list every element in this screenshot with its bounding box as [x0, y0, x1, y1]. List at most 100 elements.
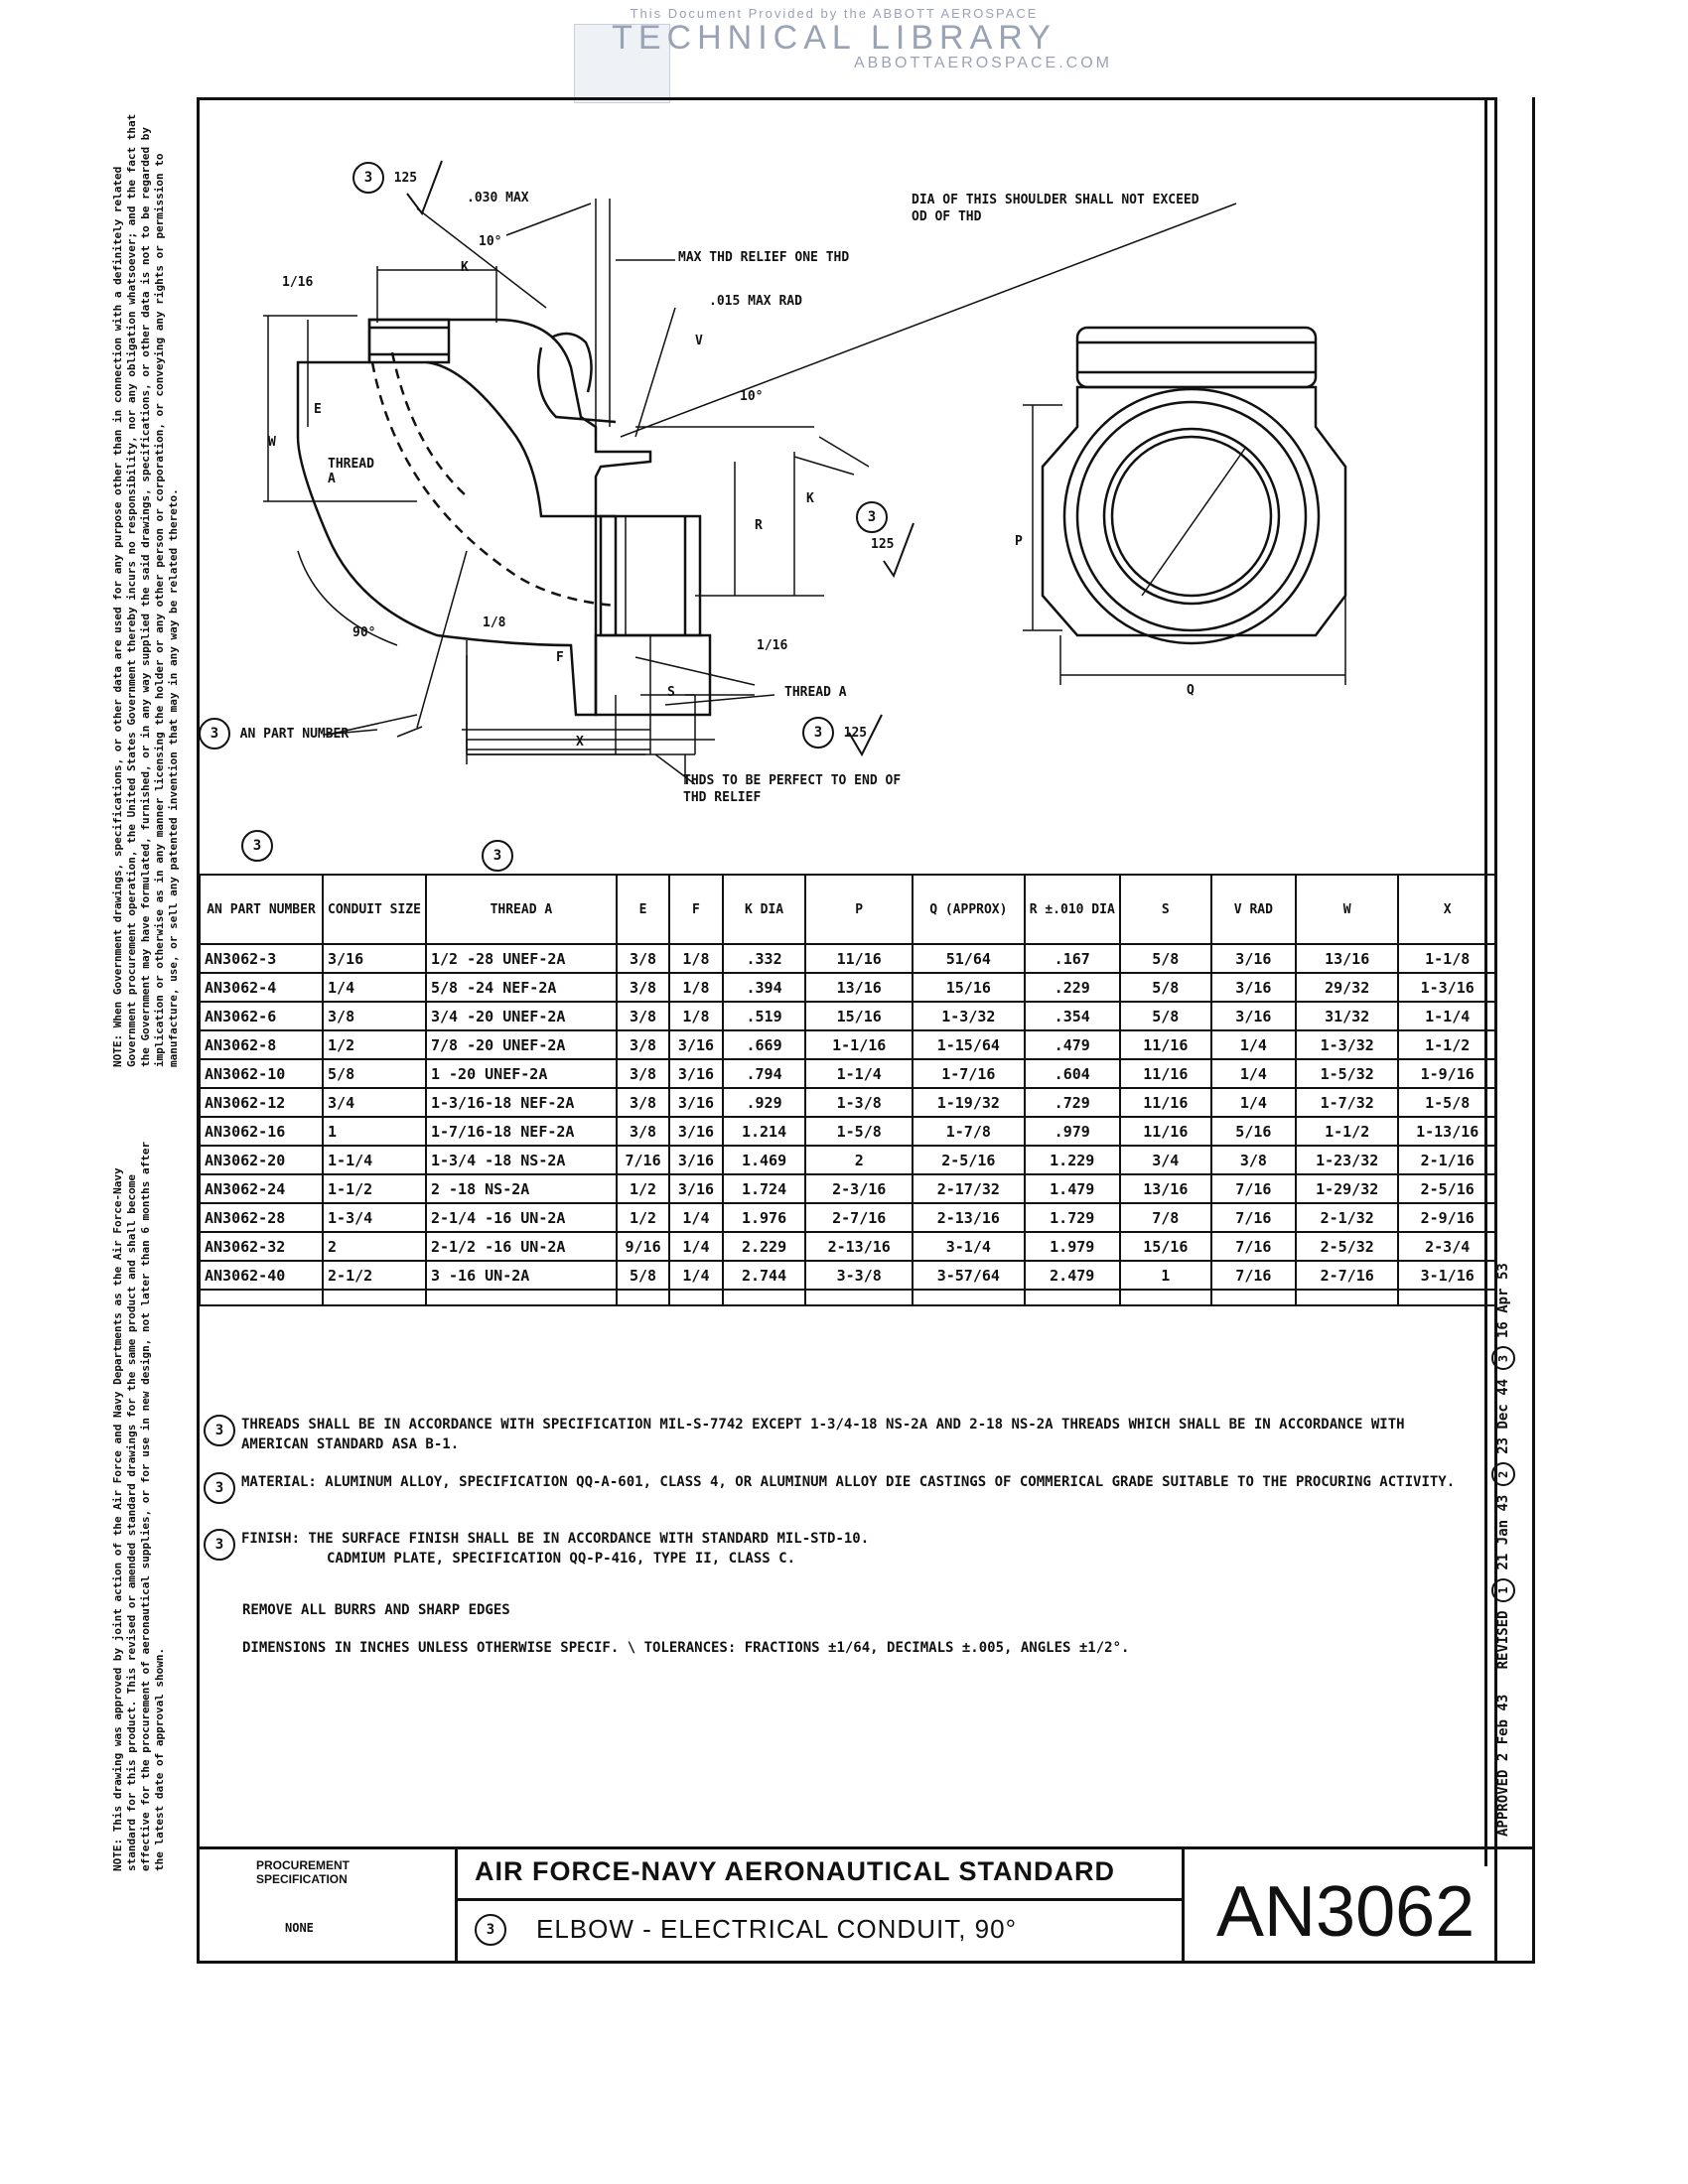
table-cell: 1-3/16-18 NEF-2A	[424, 1087, 618, 1118]
table-cell: .167	[1023, 943, 1121, 974]
header-line2: TECHNICAL LIBRARY	[612, 19, 1056, 57]
table-cell: 1.724	[721, 1173, 807, 1204]
table-cell: 2.229	[721, 1231, 807, 1262]
table-cell-empty	[911, 1289, 1026, 1306]
label-thread-a-upper: THREAD A	[328, 457, 374, 486]
note-dimensions: DIMENSIONS IN INCHES UNLESS OTHERWISE SP…	[242, 1640, 1130, 1656]
standard-title: AIR FORCE-NAVY AERONAUTICAL STANDARD	[475, 1856, 1116, 1886]
table-cell: .229	[1023, 972, 1121, 1003]
note-finish-text-2: CADMIUM PLATE, SPECIFICATION QQ-P-416, T…	[327, 1551, 796, 1567]
table-cell: 3/4	[322, 1087, 427, 1118]
col-header: THREAD A	[424, 874, 618, 945]
col-header: Q (APPROX)	[911, 874, 1026, 945]
col-header: R ±.010 DIA	[1023, 874, 1121, 945]
table-cell: 7/16	[615, 1145, 671, 1175]
note-rev-mark: 3	[204, 1415, 235, 1446]
table-cell: 3/16	[1209, 972, 1297, 1003]
revision-1-date: 21 Jan 43	[1495, 1494, 1511, 1570]
table-cell-empty	[198, 1289, 325, 1306]
table-cell: 1/8	[668, 943, 724, 974]
table-cell: AN3062-16	[198, 1116, 325, 1147]
dim-label-x: X	[576, 735, 584, 750]
table-cell: AN3062-32	[198, 1231, 325, 1262]
table-cell: .669	[721, 1029, 807, 1060]
table-cell: 2-7/16	[804, 1202, 914, 1233]
elbow-bore-dashed	[370, 361, 617, 608]
table-cell: 15/16	[804, 1001, 914, 1031]
table-cell: 1/4	[1209, 1058, 1297, 1089]
table-cell-empty	[1294, 1289, 1400, 1306]
table-cell: 15/16	[911, 972, 1026, 1003]
col-header: P	[804, 874, 914, 945]
col-header: X	[1397, 874, 1497, 945]
table-cell: 51/64	[911, 943, 1026, 974]
table-cell: 1-9/16	[1397, 1058, 1497, 1089]
title-block-top-border	[197, 1846, 1535, 1849]
table-cell: 5/8	[1118, 1001, 1212, 1031]
finish-b-value: 125	[871, 537, 895, 552]
table-cell: 1-3/4	[322, 1202, 427, 1233]
table-cell: 1-1/2	[1294, 1116, 1400, 1147]
table-cell: 2-1/16	[1397, 1145, 1497, 1175]
table-cell: .394	[721, 972, 807, 1003]
dim-030-max: .030 MAX	[467, 191, 529, 205]
table-cell: 3/8	[615, 972, 671, 1003]
table-cell-empty	[721, 1289, 807, 1306]
table-cell: 2-17/32	[911, 1173, 1026, 1204]
note-material: 3 MATERIAL: ALUMINUM ALLOY, SPECIFICATIO…	[204, 1472, 1475, 1504]
thread-letter: A	[328, 472, 336, 486]
dim-1-16-a: 1/16	[282, 275, 314, 290]
finish-b-rev-mark: 3	[856, 501, 888, 533]
table-cell: 1-7/32	[1294, 1087, 1400, 1118]
table-cell: 5/8	[615, 1260, 671, 1291]
note-dia-shoulder: DIA OF THIS SHOULDER SHALL NOT EXCEED OD…	[912, 193, 1199, 224]
table-cell: 3/8	[615, 943, 671, 974]
table-cell: 1-23/32	[1294, 1145, 1400, 1175]
table-cell: 3/16	[668, 1087, 724, 1118]
table-cell: 1-5/8	[1397, 1087, 1497, 1118]
table-cell: 15/16	[1118, 1231, 1212, 1262]
table-cell: AN3062-6	[198, 1001, 325, 1031]
table-cell: 3-1/16	[1397, 1260, 1497, 1291]
table-cell: 5/8 -24 NEF-2A	[424, 972, 618, 1003]
note-thds-perfect: THDS TO BE PERFECT TO END OF THD RELIEF	[683, 773, 902, 805]
procurement-spec-value: NONE	[285, 1921, 314, 1935]
table-cell: AN3062-10	[198, 1058, 325, 1089]
note-material-text: MATERIAL: ALUMINUM ALLOY, SPECIFICATION …	[241, 1474, 1456, 1490]
table-cell: 1/2	[615, 1202, 671, 1233]
table-cell: .604	[1023, 1058, 1121, 1089]
dim-label-s: S	[667, 685, 675, 700]
table-cell-empty	[1209, 1289, 1297, 1306]
table-cell: 3/8	[1209, 1145, 1297, 1175]
table-cell: 2-1/32	[1294, 1202, 1400, 1233]
note-threads-text: THREADS SHALL BE IN ACCORDANCE WITH SPEC…	[241, 1417, 1405, 1452]
col-header: K DIA	[721, 874, 807, 945]
table-cell: 3/16	[668, 1029, 724, 1060]
dim-angle-10-b: 10°	[740, 389, 764, 404]
table-cell: 1/2	[322, 1029, 427, 1060]
table-cell: .332	[721, 943, 807, 974]
dim-angle-10-a: 10°	[479, 234, 502, 249]
table-cell: 1/4	[1209, 1087, 1297, 1118]
table-cell: 1.469	[721, 1145, 807, 1175]
table-cell: 1/8	[668, 1001, 724, 1031]
table-cell: 1-1/4	[1397, 1001, 1497, 1031]
table-cell: 3/16	[1209, 943, 1297, 974]
table-cell: 3/16	[668, 1173, 724, 1204]
table-cell: 7/16	[1209, 1260, 1297, 1291]
note-finish: 3 FINISH: THE SURFACE FINISH SHALL BE IN…	[204, 1529, 1475, 1569]
label-thread-a-lower: THREAD A	[784, 685, 847, 700]
table-cell: .729	[1023, 1087, 1121, 1118]
approved-date: APPROVED 2 Feb 43	[1495, 1694, 1511, 1837]
table-cell: 1	[322, 1116, 427, 1147]
table-cell: 1-1/2	[1397, 1029, 1497, 1060]
finish-c-value: 125	[843, 726, 868, 741]
thread-label: THREAD	[328, 457, 374, 472]
finish-c-rev-mark: 3	[802, 717, 834, 749]
table-cell: 1-1/8	[1397, 943, 1497, 974]
callout-an-part-number: 3 AN PART NUMBER	[199, 718, 349, 750]
